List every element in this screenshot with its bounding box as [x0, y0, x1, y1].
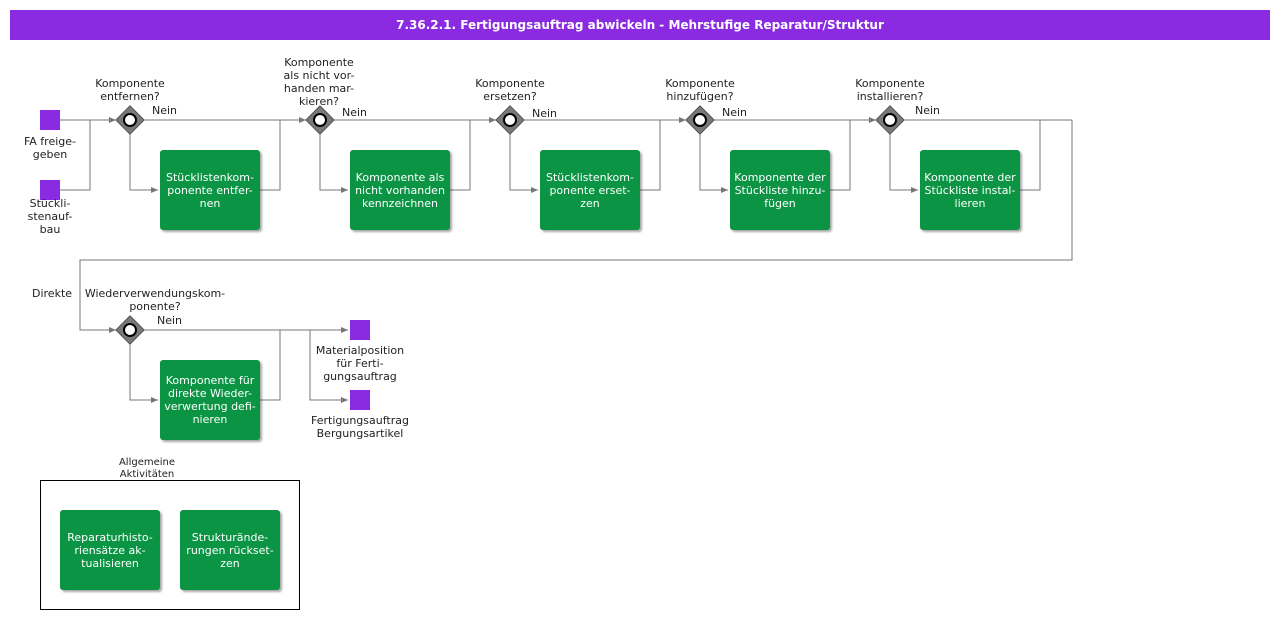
diagram-title: 7.36.2.1. Fertigungsauftrag abwickeln - … [10, 10, 1270, 40]
end-event-materialposition[interactable] [350, 320, 370, 340]
task-stuecklistenkomponente-ersetzen[interactable]: Stücklistenkom- ponente erset- zen [540, 150, 640, 230]
gateway-label-markieren: Komponente als nicht vor- handen mar- ki… [283, 56, 355, 108]
nein-label-2: Nein [342, 106, 368, 119]
nein-label-5: Nein [915, 104, 941, 117]
nein-label-3: Nein [532, 107, 558, 120]
gateway-label-entfernen: Komponente entfernen? [95, 77, 165, 103]
task-komponente-kennzeichnen[interactable]: Komponente als nicht vorhanden kennzeich… [350, 150, 450, 230]
gateway-label-hinzufuegen: Komponente hinzufügen? [665, 77, 735, 103]
task-komponente-hinzufuegen[interactable]: Komponente der Stückliste hinzu- fügen [730, 150, 830, 230]
gateway-label-installieren: Komponente installieren? [855, 77, 925, 103]
nein-label-1: Nein [152, 104, 178, 117]
nein-label-4: Nein [722, 106, 748, 119]
task-komponente-wiederverwertung[interactable]: Komponente für direkte Wieder- verwertun… [160, 360, 260, 440]
event-label-fa-freigegeben: FA freige- geben [23, 135, 77, 161]
direkte-label: Direkte [32, 287, 73, 300]
group-allgemeine-aktivitaeten [40, 480, 300, 610]
nein-label-6: Nein [157, 314, 183, 327]
start-event-fa-freigegeben[interactable] [40, 110, 60, 130]
task-stuecklistenkomponente-entfernen[interactable]: Stücklistenkom- ponente entfer- nen [160, 150, 260, 230]
gateway-label-ersetzen: Komponente ersetzen? [475, 77, 545, 103]
group-label-allgemeine-aktivitaeten: Allgemeine Aktivitäten [118, 457, 176, 479]
task-strukturaenderungen[interactable]: Strukturände- rungen rückset- zen [180, 510, 280, 590]
end-event-fertigungsauftrag-bergung[interactable] [350, 390, 370, 410]
start-event-stuecklistenaufbau[interactable] [40, 180, 60, 200]
event-label-fertigungsauftrag-bergung: Fertigungsauftrag Bergungsartikel [311, 414, 409, 440]
gateway-shapes [115, 105, 905, 345]
event-label-materialposition: Materialposition für Ferti- gungsauftrag [315, 344, 405, 383]
gateway-label-wiederverwendung: Wiederverwendungskom- ponente? [84, 287, 226, 313]
task-reparaturhistoriensaetze[interactable]: Reparaturhisto- riensätze ak- tualisiere… [60, 510, 160, 590]
task-komponente-installieren[interactable]: Komponente der Stückliste instal- lieren [920, 150, 1020, 230]
event-label-stuecklistenaufbau: Stückli- stenauf- bau [27, 197, 73, 236]
